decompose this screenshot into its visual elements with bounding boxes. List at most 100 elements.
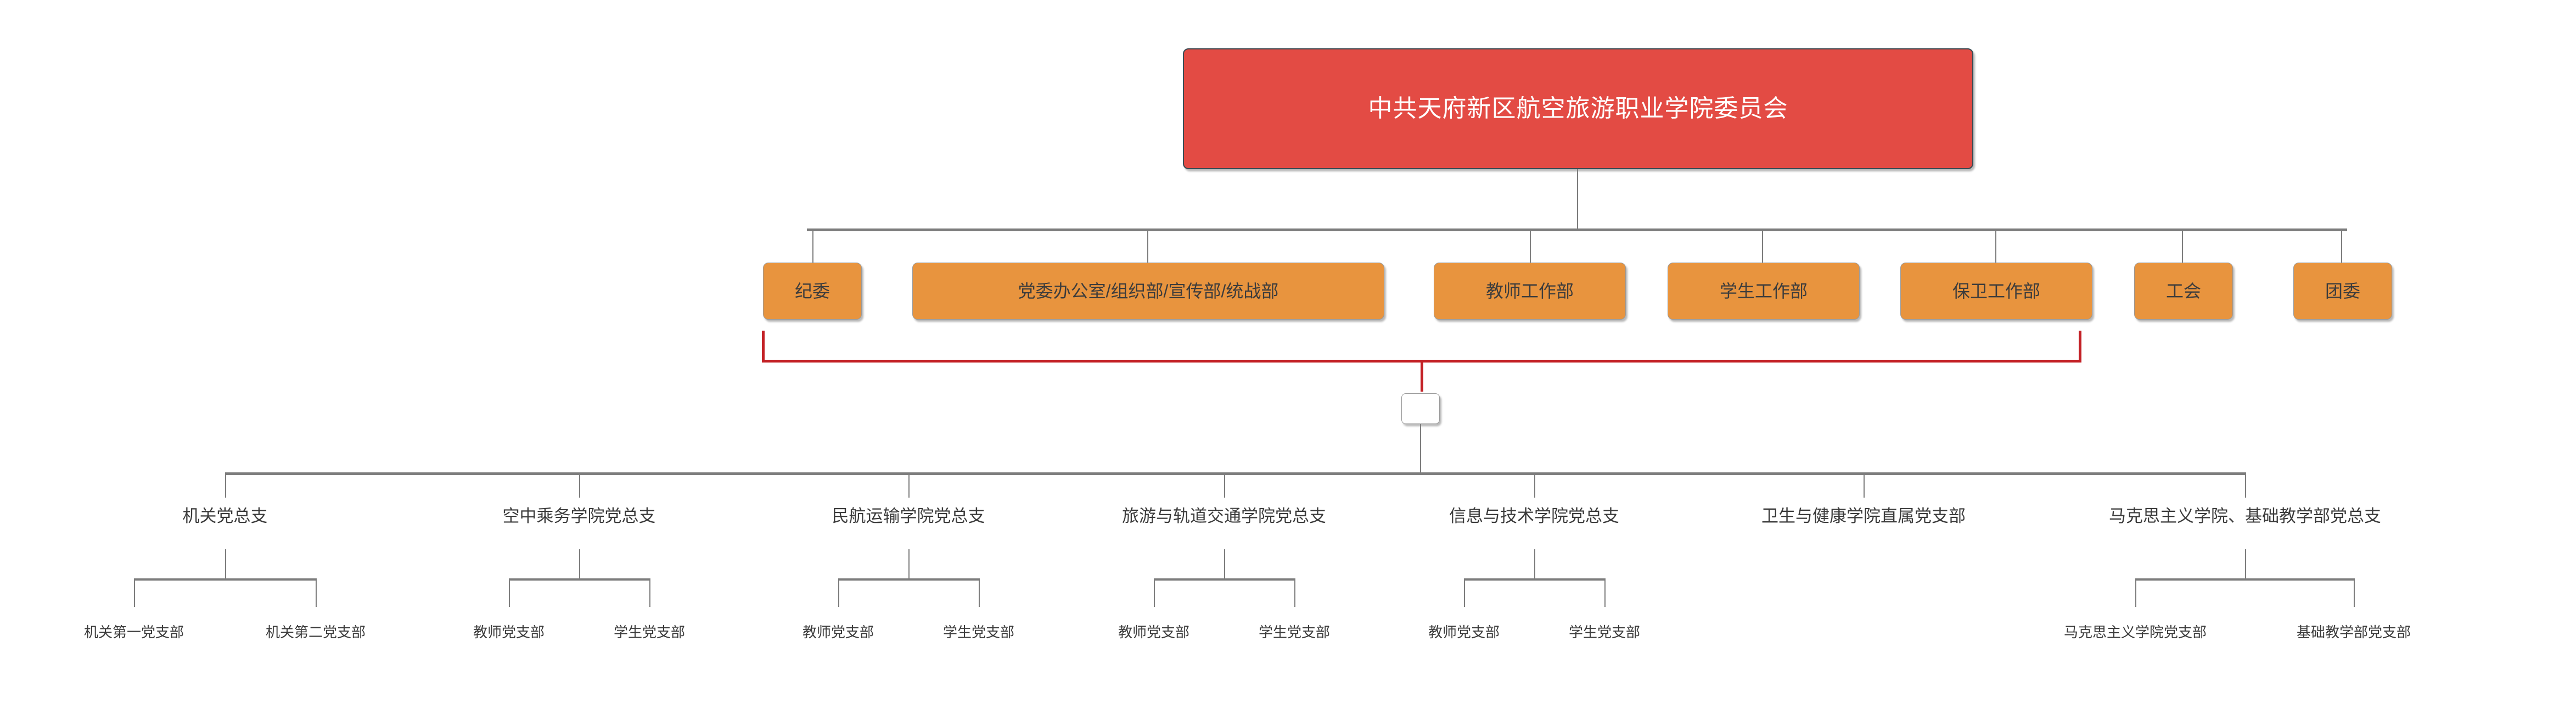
leaf-label-text: 学生党支部 [1568,624,1640,640]
leaf-label-tourism-teacher-branch[interactable]: 教师党支部 [1091,620,1217,643]
dept-node-label: 保卫工作部 [1952,281,2040,301]
leaf-label-cabin-student-branch[interactable]: 学生党支部 [586,620,712,643]
leaf-label-text: 基础教学部党支部 [2296,624,2411,640]
leaf-label-tourism-student-branch[interactable]: 学生党支部 [1231,620,1357,643]
leaf-label-text: 学生党支部 [942,624,1014,640]
connector-drop-dept-6 [2182,231,2183,264]
branch-label-text: 卫生与健康学院直属党支部 [1761,506,1966,526]
dept-node-label: 团委 [2325,281,2360,301]
connector-drop-branch-2 [579,475,580,498]
bracket-left-tick [762,331,765,361]
bracket-center-drop [1421,360,1423,392]
connector-blank-drop [1420,424,1421,473]
bracket-right-tick [2079,331,2081,361]
connector-blank-node[interactable] [1401,393,1440,424]
leaf-label-text: 教师党支部 [1118,624,1189,640]
leaf-label-aviation-teacher-branch[interactable]: 教师党支部 [775,620,901,643]
leaf-label-infotech-teacher-branch[interactable]: 教师党支部 [1401,620,1527,643]
leaf-label-infotech-student-branch[interactable]: 学生党支部 [1541,620,1668,643]
connector-branch-4-bar [1154,578,1295,581]
connector-branch-3-child-2 [979,578,980,607]
connector-branch-3-child-1 [838,578,839,607]
branch-label-text: 民航运输学院党总支 [832,506,985,526]
branch-label-text: 信息与技术学院党总支 [1449,506,1619,526]
leaf-label-text: 教师党支部 [802,624,874,640]
connector-branch-1-bar [134,578,317,581]
connector-branch-7-stem [2245,549,2246,580]
root-node-label: 中共天府新区航空旅游职业学院委员会 [1368,94,1788,122]
dept-node-label: 纪委 [794,281,830,301]
connector-branch-2-bar [509,578,650,581]
connector-drop-branch-5 [1534,475,1535,498]
leaf-label-text: 机关第一党支部 [83,624,184,640]
dept-node-label: 党委办公室/组织部/宣传部/统战部 [1018,281,1279,301]
connector-drop-dept-3 [1530,231,1531,264]
leaf-label-text: 教师党支部 [473,624,545,640]
connector-drop-dept-7 [2341,231,2342,264]
leaf-label-text: 学生党支部 [613,624,685,640]
dept-node-label: 教师工作部 [1485,281,1574,301]
branch-label-marxism-basic-teaching[interactable]: 马克思主义学院、基础教学部党总支 [2042,501,2448,527]
connector-drop-dept-4 [1762,231,1763,264]
connector-root-drop [1577,169,1578,230]
connector-drop-branch-3 [908,475,910,498]
leaf-label-basic-teaching-branch[interactable]: 基础教学部党支部 [2255,620,2452,643]
dept-node-teacher-work[interactable]: 教师工作部 [1434,263,1626,320]
connector-branch-5-bar [1464,578,1606,581]
connector-drop-dept-5 [1995,231,1996,264]
branch-label-civil-aviation-transport-college[interactable]: 民航运输学院党总支 [768,501,1048,527]
connector-branch-2-child-2 [649,578,650,607]
dept-node-label: 学生工作部 [1719,281,1808,301]
leaf-label-text: 马克思主义学院党支部 [2063,624,2207,640]
dept-node-discipline-committee[interactable]: 纪委 [763,263,862,320]
connector-branch-5-child-1 [1464,578,1465,607]
connector-branch-2-child-1 [509,578,510,607]
connector-branch-1-child-1 [134,578,135,607]
dept-node-student-work[interactable]: 学生工作部 [1668,263,1860,320]
leaf-label-marxism-college-branch[interactable]: 马克思主义学院党支部 [2031,620,2240,643]
branch-label-information-technology-college[interactable]: 信息与技术学院党总支 [1394,501,1674,527]
dept-node-security-work[interactable]: 保卫工作部 [1900,263,2092,320]
leaf-label-text: 学生党支部 [1258,624,1330,640]
connector-bus-branches [225,472,2246,475]
connector-branch-2-stem [579,549,580,580]
connector-drop-branch-1 [225,475,226,498]
branch-label-health-college-direct[interactable]: 卫生与健康学院直属党支部 [1688,501,2039,527]
dept-node-office-organization-propaganda-united-front[interactable]: 党委办公室/组织部/宣传部/统战部 [912,263,1384,320]
connector-bus-departments [807,228,2347,231]
branch-label-cabin-crew-college[interactable]: 空中乘务学院党总支 [439,501,719,527]
connector-branch-4-stem [1224,549,1225,580]
leaf-label-cabin-teacher-branch[interactable]: 教师党支部 [446,620,572,643]
connector-drop-dept-1 [812,231,813,264]
leaf-label-text: 机关第二党支部 [265,624,366,640]
branch-label-text: 旅游与轨道交通学院党总支 [1122,506,1326,526]
leaf-label-text: 教师党支部 [1428,624,1500,640]
branch-label-text: 马克思主义学院、基础教学部党总支 [2109,506,2381,526]
root-node-party-committee[interactable]: 中共天府新区航空旅游职业学院委员会 [1183,48,1973,169]
branch-label-tourism-rail-transit-college[interactable]: 旅游与轨道交通学院党总支 [1059,501,1389,527]
connector-branch-7-child-1 [2135,578,2136,607]
leaf-label-organ-second-branch[interactable]: 机关第二党支部 [231,620,401,643]
connector-drop-branch-7 [2245,475,2246,498]
connector-branch-3-bar [838,578,980,581]
dept-node-labor-union[interactable]: 工会 [2134,263,2233,320]
branch-label-text: 机关党总支 [182,506,268,526]
connector-drop-branch-4 [1224,475,1225,498]
connector-branch-3-stem [908,549,910,580]
branch-label-text: 空中乘务学院党总支 [502,506,656,526]
connector-branch-5-child-2 [1604,578,1606,607]
connector-branch-7-child-2 [2354,578,2355,607]
connector-branch-1-stem [225,549,226,580]
connector-branch-7-bar [2135,578,2355,581]
leaf-label-aviation-student-branch[interactable]: 学生党支部 [916,620,1042,643]
connector-branch-4-child-2 [1294,578,1295,607]
dept-node-youth-league[interactable]: 团委 [2293,263,2392,320]
connector-branch-4-child-1 [1154,578,1155,607]
leaf-label-organ-first-branch[interactable]: 机关第一党支部 [49,620,219,643]
connector-drop-dept-2 [1147,231,1148,264]
dept-node-label: 工会 [2165,281,2201,301]
connector-drop-branch-6 [1864,475,1865,498]
branch-label-organs[interactable]: 机关党总支 [115,501,335,527]
connector-branch-1-child-2 [316,578,317,607]
